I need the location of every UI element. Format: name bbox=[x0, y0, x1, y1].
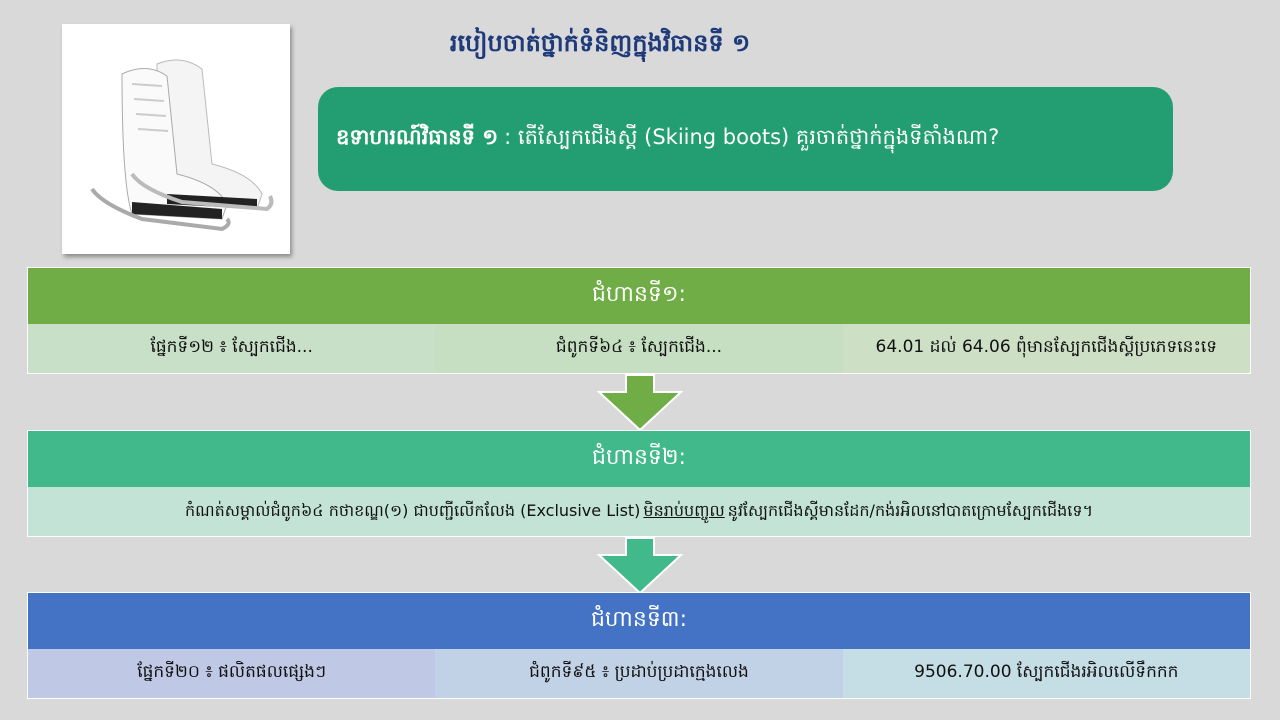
step-3-heading: 9506.70.00 ស្បែកជើងរអិលលើទឹកកក bbox=[842, 649, 1250, 698]
step-1: ជំហានទី១: ផ្នែកទី១២ ៖ ស្បែកជើង... ជំពូកទ… bbox=[27, 267, 1251, 374]
step-3: ជំហានទី៣: ផ្នែកទី២០ ៖ ផលិតផលផ្សេងៗ ជំពូក… bbox=[27, 592, 1251, 699]
step-1-chapter: ជំពូកទី៦៤ ៖ ស្បែកជើង... bbox=[435, 324, 843, 373]
step-2: ជំហានទី២: កំណត់សម្គាល់ជំពូក៦៤ កថាខណ្ឌ(១)… bbox=[27, 430, 1251, 537]
step-1-section: ផ្នែកទី១២ ៖ ស្បែកជើង... bbox=[28, 324, 436, 373]
step-2-note: កំណត់សម្គាល់ជំពូក៦៤ កថាខណ្ឌ(១) ជាបញ្ជីលើ… bbox=[28, 487, 1250, 536]
question-text: : តើស្បែកជើងស្គី (Skiing boots) គួរចាត់ថ… bbox=[504, 124, 1000, 149]
down-arrow-icon bbox=[597, 374, 683, 432]
down-arrow-icon bbox=[597, 537, 683, 595]
question-box: ឧទាហរណ៍វិធានទី ១ : តើស្បែកជើងស្គី (Skiin… bbox=[318, 87, 1173, 191]
step-1-header: ជំហានទី១: bbox=[28, 268, 1250, 324]
note-text-end: នូវស្បែកជើងស្គីមានដែក/កង់រអិលនៅបាតក្រោមស… bbox=[727, 500, 1094, 520]
step-3-header: ជំហានទី៣: bbox=[28, 593, 1250, 649]
slide-title: របៀបចាត់ថ្នាក់ទំនិញក្នុងវិធានទី ១ bbox=[449, 29, 751, 57]
question-label: ឧទាហរណ៍វិធានទី ១ bbox=[336, 124, 499, 149]
step-2-header: ជំហានទី២: bbox=[28, 431, 1250, 487]
step-3-chapter: ជំពូកទី៩៥ ៖ ប្រដាប់ប្រដាក្មេងលេង bbox=[435, 649, 843, 698]
note-underlined-text: មិនរាប់បញ្ចូល bbox=[643, 500, 725, 520]
ice-skates-image bbox=[62, 24, 290, 254]
step-3-section: ផ្នែកទី២០ ៖ ផលិតផលផ្សេងៗ bbox=[28, 649, 436, 698]
step-1-heading: 64.01 ដល់ 64.06 ពុំមានស្បែកជើងស្គីប្រភេទ… bbox=[842, 324, 1250, 373]
note-text: កំណត់សម្គាល់ជំពូក៦៤ កថាខណ្ឌ(១) ជាបញ្ជីលើ… bbox=[184, 500, 641, 520]
